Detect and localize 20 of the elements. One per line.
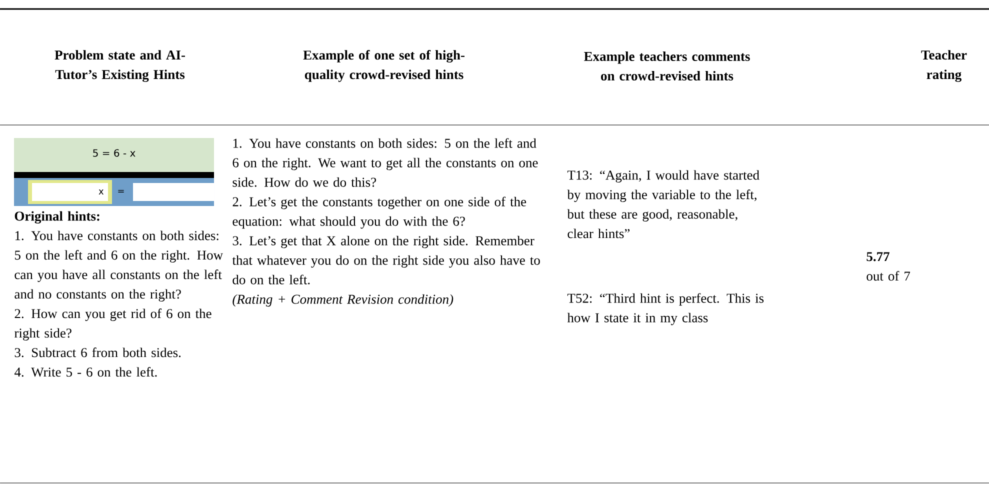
column-header: Example of one set of high-quality crowd-revised hints (303, 50, 464, 82)
condition-note: (Rating + Comment Revision condition) (232, 294, 454, 307)
interface-text: x (98, 190, 104, 194)
interface-text: 5 = 6 - x (93, 149, 136, 157)
column-header: Teacher rating (921, 50, 967, 82)
hint-text: 1. You have constants on both sides: 5 on the left and 6 on the right. We want to get all the constants on one side. How do we do this? (232, 138, 538, 187)
hint-text: 3. Subtract 6 from both sides. (14, 348, 181, 358)
teacher-comment: T13: “Again, I would have started by moving the variable to the left, but these are good, reasonable, clear hints” (567, 170, 760, 238)
hint-text: 1. You have constants on both sides: 5 on the left and 6 on the right. How can you have all constants on the left and no constants on the right? (14, 230, 223, 302)
hint-text: 4. Write 5 - 6 on the left. (14, 367, 157, 377)
column-header: Example teachers comments on crowd-revised hints (584, 52, 750, 80)
section-heading: Original hints: (14, 211, 100, 224)
hint-text: 2. Let’s get the constants together on one side of the equation: what should you do with the 6? (232, 196, 526, 229)
hint-text: 3. Let’s get that X alone on the right side. Remember that whatever you do on the right side you also have to do on the left. (232, 236, 540, 284)
column-header: Problem state and AI-Tutor’s Existing Hints (54, 50, 185, 82)
interface-text: = (118, 190, 124, 192)
teacher-comment: T52: “Third hint is perfect. This is how I state it in my class (567, 293, 764, 326)
rating-value: 5.77 (866, 252, 890, 262)
hint-text: 2. How can you get rid of 6 on the right side? (14, 308, 212, 340)
rating-scale: out of 7 (866, 271, 910, 281)
